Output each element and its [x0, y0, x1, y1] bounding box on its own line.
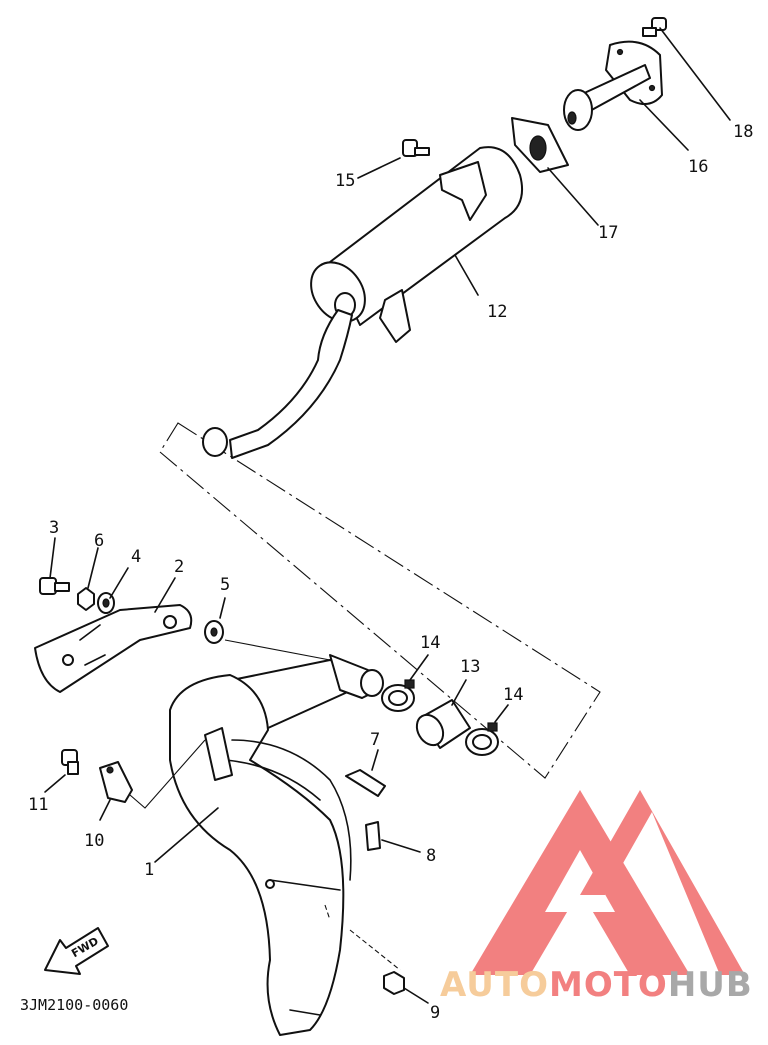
callout-15: 15: [335, 171, 355, 191]
part-13-joint[interactable]: [412, 679, 471, 750]
part-7-damper-plate[interactable]: [345, 749, 386, 797]
part-4-washer[interactable]: [97, 567, 129, 614]
watermark-triangle-stroke: [580, 790, 745, 975]
part-12-muffler[interactable]: [202, 146, 524, 459]
part-2-bracket[interactable]: [34, 577, 193, 693]
diagram-code: 3JM2100-0060: [20, 996, 128, 1014]
callout-16: 16: [688, 157, 708, 177]
part-6-nut[interactable]: [77, 547, 99, 611]
callout-4: 4: [131, 547, 141, 567]
forward-direction-arrow: FWD: [44, 927, 109, 975]
callout-1: 1: [144, 860, 154, 880]
callout-5: 5: [220, 575, 230, 595]
part-14-clamp-b[interactable]: [465, 704, 509, 756]
callout-12: 12: [487, 302, 507, 322]
part-10-damper[interactable]: [99, 739, 206, 821]
part-8-stud[interactable]: [365, 821, 421, 853]
automotohub-watermark: AUTOMOTOHUB: [440, 790, 753, 1005]
callout-9: 9: [430, 1003, 440, 1023]
part-18-screw[interactable]: [642, 17, 731, 121]
watermark-triangle-inner: [545, 850, 615, 912]
watermark-auto: AUTO: [440, 965, 549, 1005]
part-17-gasket[interactable]: [511, 117, 599, 226]
part-16-tail-pipe[interactable]: [563, 40, 689, 151]
callout-6: 6: [94, 531, 104, 551]
part-5-washer[interactable]: [204, 597, 226, 644]
svg-text:AUTOMOTOHUB: AUTOMOTOHUB: [440, 965, 753, 1005]
fwd-arrow-icon: [44, 927, 109, 975]
watermark-triangle-logo: [470, 790, 745, 975]
watermark-hub: HUB: [668, 965, 753, 1005]
callout-labels: 1 2 3 4 5 6 7 8 9 10 11 12 13 14 14 15 1…: [28, 122, 753, 1023]
part-15-bolt[interactable]: [357, 139, 430, 179]
callout-14b: 14: [503, 685, 523, 705]
callout-17: 17: [598, 223, 618, 243]
part-11-bolt[interactable]: [44, 749, 79, 793]
callout-11: 11: [28, 795, 48, 815]
part-9-nut[interactable]: [383, 971, 429, 1004]
callout-7: 7: [370, 730, 380, 750]
callout-13: 13: [460, 657, 480, 677]
stud-leader-dashed: [324, 904, 401, 971]
callout-2: 2: [174, 557, 184, 577]
callout-8: 8: [426, 846, 436, 866]
callout-14a: 14: [420, 633, 440, 653]
bolt-assembly-leader: [224, 639, 331, 661]
callout-10: 10: [84, 831, 104, 851]
part-3-bolt[interactable]: [39, 537, 70, 595]
watermark-moto: MOTO: [549, 965, 668, 1005]
part-14-clamp-a[interactable]: [381, 654, 429, 712]
callout-18: 18: [733, 122, 753, 142]
part-1-exhaust-chamber[interactable]: [154, 654, 384, 1036]
assembly-dashed-outline: [159, 422, 601, 779]
callout-3: 3: [49, 518, 59, 538]
